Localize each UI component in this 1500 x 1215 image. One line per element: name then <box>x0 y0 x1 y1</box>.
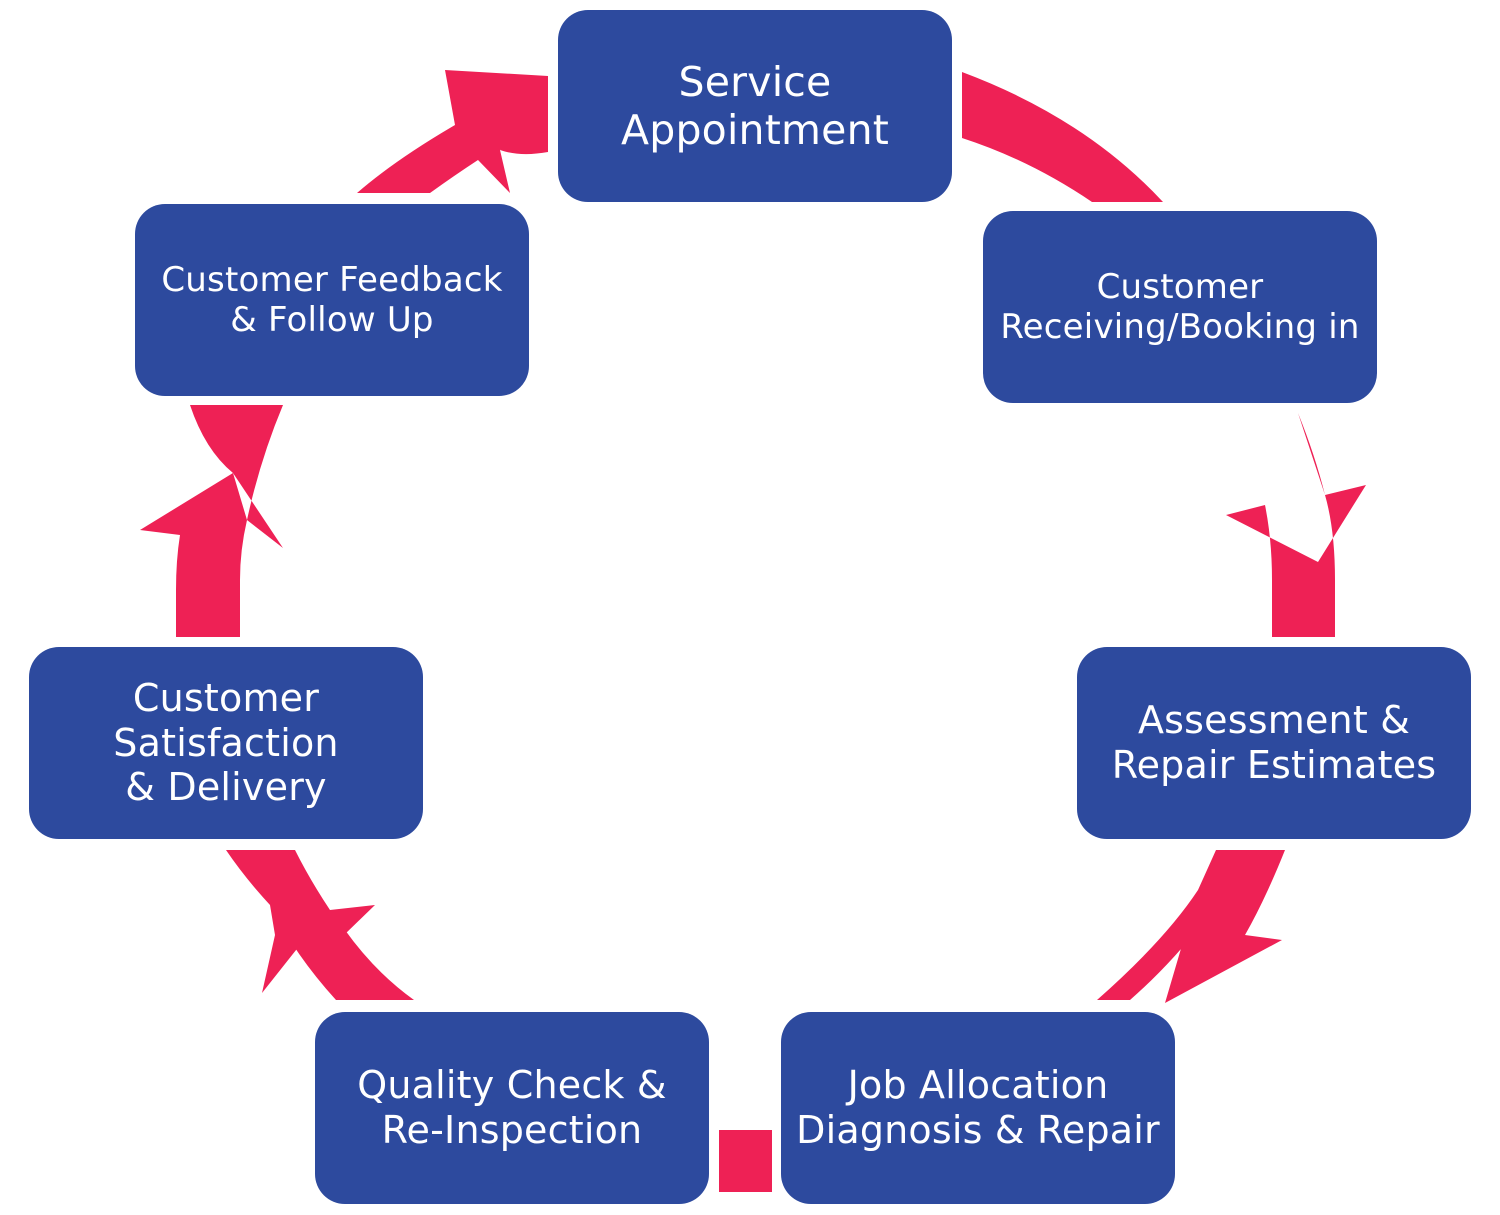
step-label: Job Allocation Diagnosis & Repair <box>796 1063 1160 1152</box>
step-label: Quality Check & Re-Inspection <box>357 1063 667 1152</box>
step-customer-receiving: Customer Receiving/Booking in <box>983 211 1377 403</box>
step-customer-feedback: Customer Feedback & Follow Up <box>135 204 529 396</box>
step-label: Customer Feedback & Follow Up <box>161 259 503 340</box>
arrow-satisfaction-to-feedback <box>140 405 283 637</box>
step-label: Customer Receiving/Booking in <box>1000 266 1360 347</box>
arrow-job-to-quality <box>719 1130 772 1192</box>
step-quality-check: Quality Check & Re-Inspection <box>315 1012 709 1204</box>
step-job-allocation: Job Allocation Diagnosis & Repair <box>781 1012 1175 1204</box>
step-label: Service Appointment <box>620 57 890 154</box>
arrow-quality-to-satisfaction <box>226 850 414 1000</box>
step-customer-satisfaction: Customer Satisfaction & Delivery <box>29 647 423 839</box>
arrow-assessment-to-job <box>1097 850 1285 1003</box>
step-label: Assessment & Repair Estimates <box>1111 698 1437 787</box>
step-service-appointment: Service Appointment <box>558 10 952 202</box>
arrow-feedback-to-appointment <box>357 70 548 193</box>
arrow-receiving-to-assessment <box>1226 413 1366 637</box>
step-label: Customer Satisfaction & Delivery <box>113 675 339 810</box>
step-assessment-repair-estimates: Assessment & Repair Estimates <box>1077 647 1471 839</box>
arrow-appointment-to-receiving <box>962 72 1163 202</box>
